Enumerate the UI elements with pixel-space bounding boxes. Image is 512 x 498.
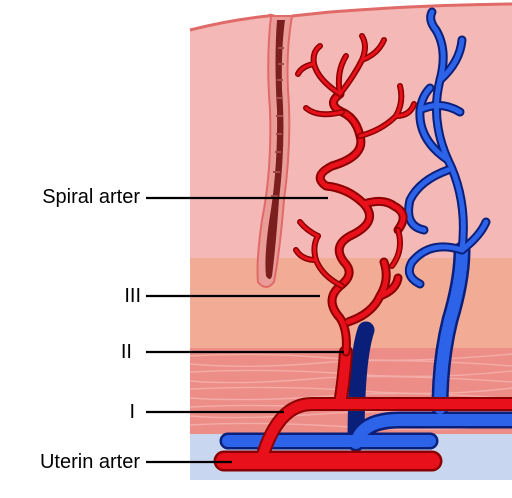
- label-level-iii: III: [124, 285, 141, 307]
- label-level-ii: II: [121, 341, 132, 363]
- label-level-i: I: [129, 401, 135, 423]
- label-uterine-artery: Uterin arter: [40, 451, 140, 473]
- label-spiral-artery: Spiral arter: [42, 186, 140, 208]
